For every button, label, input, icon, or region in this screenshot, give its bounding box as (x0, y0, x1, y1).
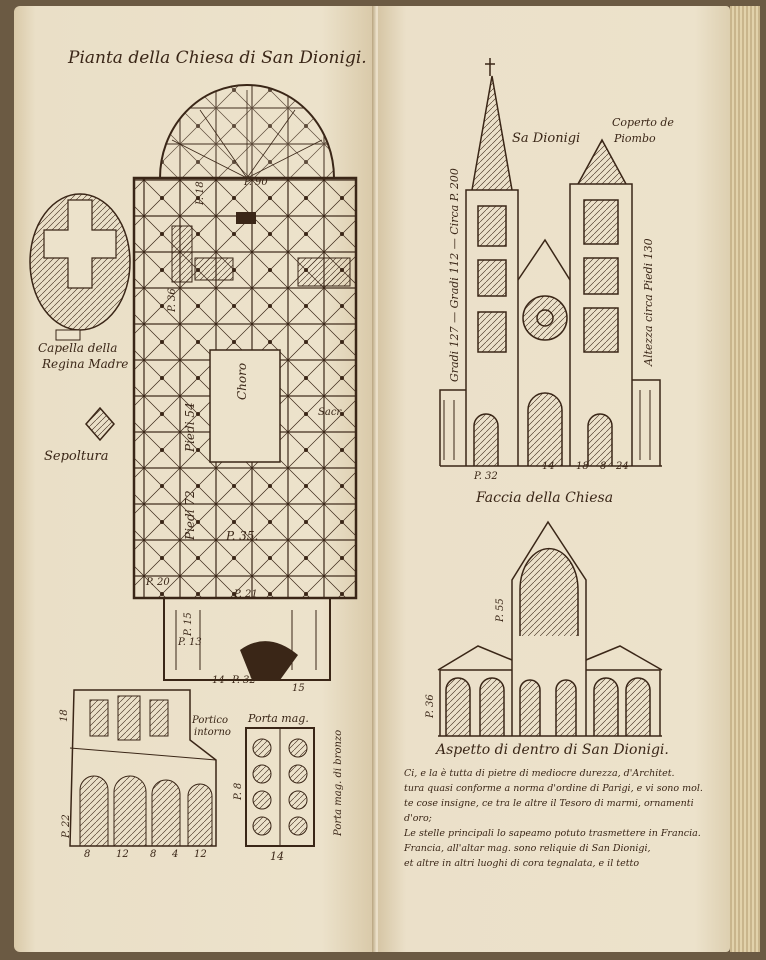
sepoltura-label: Sepoltura (44, 449, 109, 464)
bottom-dim-14: 14 (270, 850, 284, 863)
dim-15: 15 (292, 683, 305, 694)
dim-p8: P. 8 (233, 782, 244, 800)
bottom-dim-4: 4 (172, 849, 179, 860)
tomb-diamond (85, 406, 115, 442)
plan-title: Pianta della Chiesa di San Dionigi. (68, 48, 367, 68)
dim-p20: P. 20 (146, 577, 170, 588)
dim-p90: P. 90 (244, 177, 268, 188)
facade-caption: Faccia della Chiesa (476, 490, 614, 506)
facade-elevation (439, 58, 662, 467)
bottom-dim-1: 8 (84, 849, 91, 860)
notes-line: tura quasi conforme a norma d'ordine di … (404, 783, 703, 794)
portico-elevation (69, 689, 217, 847)
base-8: 8 (600, 461, 607, 472)
dim-piedi54: Piedi 54 (183, 402, 197, 452)
notes-line: Francia, all'altar mag. sono reliquie di… (404, 843, 651, 854)
bottom-dim-2: 12 (116, 849, 129, 860)
notes-line: Ci, e la è tutta di pietre di mediocre d… (404, 768, 675, 779)
dim-p35: P. 35. (226, 529, 259, 543)
right-page (378, 6, 730, 952)
dim-p18: P. 18 (195, 181, 206, 205)
sacristy-label: Sacr. (318, 407, 344, 418)
bottom-dim-5: 12 (194, 849, 207, 860)
chapel-label-line2: Regina Madre (42, 357, 129, 371)
notes-line: et altre in altri luoghi di cora tegnala… (404, 858, 640, 869)
base-24: 24 (616, 461, 629, 472)
dim-18: 18 (59, 709, 70, 722)
dim-14: 14 (212, 675, 225, 686)
left-height-label: Gradi 127 — Gradi 112 — Circa P. 200 (448, 168, 461, 382)
dim-p36-interior: P. 36 (425, 694, 436, 718)
dim-p32: P. 32 (232, 675, 256, 686)
book-gutter (372, 6, 382, 952)
chapel-label-line1: Capella della (38, 341, 118, 355)
dim-p22: P. 22 (61, 814, 72, 838)
interior-section (437, 520, 663, 737)
dim-p36: P. 36 (167, 288, 178, 312)
choir-enclosure (209, 349, 281, 463)
dim-p21: P. 21 (234, 589, 258, 600)
dim-piedi72: Piedi 72 (183, 490, 197, 540)
choro-label: Choro (235, 362, 249, 400)
base-p32: P. 32 (474, 471, 498, 482)
right-height-label: Altezza circa Piedi 130 (642, 238, 655, 366)
dim-p55: P. 55 (495, 598, 506, 622)
porta-label: Porta mag. (248, 712, 309, 725)
notes-line: Le stelle principali lo sapeamo potuto t… (404, 828, 701, 839)
notes-paragraph: Ci, e la è tutta di pietre di mediocre d… (404, 766, 724, 871)
dim-p13: P. 13 (178, 637, 202, 648)
notes-line: te cose insigne, ce tra le altre il Teso… (404, 798, 694, 824)
coperto-label-line2: Piombo (614, 132, 656, 145)
interior-caption: Aspetto di dentro di San Dionigi. (436, 742, 669, 758)
base-14: 14 (542, 461, 555, 472)
facade-church-label: Sa Dionigi (512, 131, 581, 146)
base-18: 18 (576, 461, 589, 472)
dim-p15: P. 15 (183, 612, 194, 636)
coperto-label-line1: Coperto de (612, 116, 674, 129)
bronze-door (245, 727, 315, 847)
entrance-blot (240, 641, 298, 680)
portico-label-line1: Portico (192, 715, 228, 726)
portico-label-line2: intorno (194, 727, 231, 738)
porta-side-label: Porta mag. di bronzo (333, 729, 344, 836)
page-edges (730, 6, 760, 952)
bottom-dim-3: 8 (150, 849, 157, 860)
